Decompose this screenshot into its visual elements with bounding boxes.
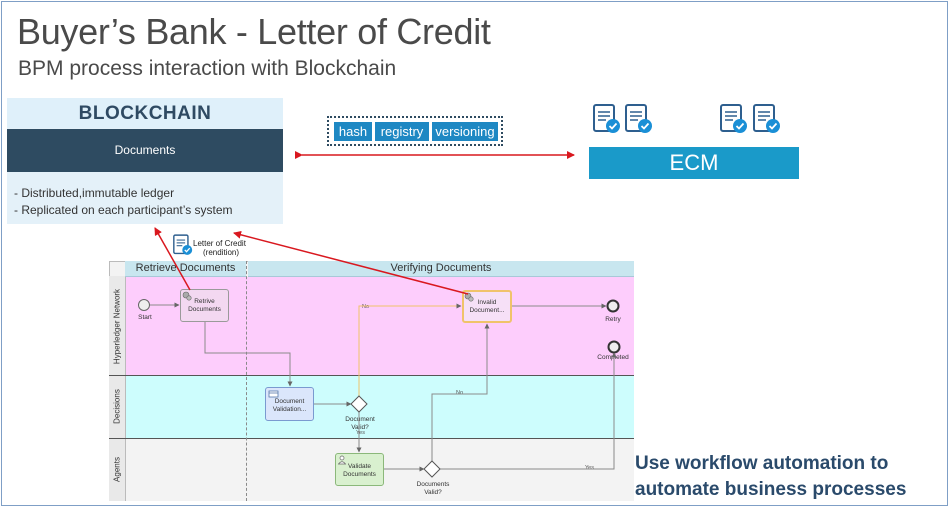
phase-verifying-documents: Verifying Documents bbox=[248, 261, 634, 277]
document-check-icon bbox=[593, 104, 620, 133]
task-validation-label: Document Validation... bbox=[265, 398, 314, 413]
completed-event-label: Completed bbox=[597, 354, 629, 361]
phase-retrieve-documents: Retrieve Documents bbox=[125, 261, 246, 277]
document-check-icon bbox=[173, 234, 193, 255]
task-retrieve-label-line1: Retrive bbox=[194, 298, 215, 305]
task-validate-label: Validate Documents bbox=[335, 463, 384, 478]
flow-label-yes: Yes bbox=[585, 465, 594, 471]
retry-event-label: Retry bbox=[605, 316, 621, 323]
document-check-icon bbox=[753, 104, 780, 133]
task-retrieve-label-line2: Documents bbox=[188, 305, 221, 313]
task-invalid-label-line2: Document... bbox=[469, 306, 505, 314]
blockchain-heading: BLOCKCHAIN bbox=[7, 98, 283, 128]
blockchain-bullet-replicated: - Replicated on each participant’s syste… bbox=[14, 203, 233, 217]
flow-label-no: No bbox=[456, 390, 464, 396]
tagline-line1: Use workflow automation to bbox=[635, 453, 889, 474]
lane-label-hyperledger: Hyperledger Network bbox=[112, 288, 122, 365]
gateway-documents-valid-label: Documents Valid? bbox=[413, 481, 453, 496]
document-check-icon bbox=[720, 104, 747, 133]
task-validate-label-line2: Documents bbox=[343, 470, 376, 478]
lane-header-column bbox=[109, 276, 126, 501]
slide-title: Buyer’s Bank - Letter of Credit bbox=[17, 11, 491, 52]
task-validation-label-line2: Validation... bbox=[272, 405, 307, 413]
lane-divider bbox=[109, 438, 634, 439]
tag-hash: hash bbox=[334, 122, 372, 141]
task-validate-label-line1: Validate bbox=[347, 463, 371, 470]
blockchain-documents-bar: Documents bbox=[7, 129, 283, 172]
task-validation-label-line1: Document bbox=[274, 398, 305, 405]
lane-divider bbox=[109, 375, 634, 376]
tag-registry: registry bbox=[375, 122, 429, 141]
phase-divider bbox=[246, 261, 247, 501]
task-retrieve-label: Retrive Documents bbox=[180, 298, 229, 313]
task-invalid-label: Invalid Document... bbox=[462, 299, 512, 314]
lane-label-decisions: Decisions bbox=[112, 389, 122, 424]
gateway-documents-valid-label-line2: Valid? bbox=[424, 488, 442, 496]
tagline-line2: automate business processes bbox=[635, 479, 907, 500]
gateway-document-valid-label-line2: Valid? bbox=[351, 423, 369, 431]
slide-subtitle: BPM process interaction with Blockchain bbox=[18, 57, 397, 80]
tag-versioning: versioning bbox=[432, 122, 498, 141]
gateway-documents-valid-label-line1: Documents bbox=[416, 481, 450, 488]
document-check-icon bbox=[625, 104, 652, 133]
task-invalid-label-line1: Invalid bbox=[477, 299, 497, 306]
letter-of-credit-rendition: (rendition) bbox=[203, 248, 240, 257]
start-event-label: Start bbox=[138, 314, 152, 321]
letter-of-credit-label: Letter of Credit (rendition) bbox=[193, 239, 246, 257]
blockchain-panel: BLOCKCHAIN Documents - Distributed,immut… bbox=[7, 98, 283, 224]
ecm-bar: ECM bbox=[589, 147, 799, 179]
gateway-document-valid-label: Document Valid? bbox=[340, 416, 380, 431]
task-retrieve-documents[interactable] bbox=[180, 289, 229, 322]
flow-label-no: No bbox=[362, 304, 370, 310]
gateway-document-valid-label-line1: Document bbox=[345, 416, 375, 423]
letter-of-credit-title: Letter of Credit bbox=[193, 239, 246, 248]
lane-label-agents: Agents bbox=[112, 457, 122, 482]
flow-label-yes: Yes bbox=[356, 430, 365, 436]
blockchain-feature-tags: hash registry versioning bbox=[327, 116, 503, 146]
blockchain-bullet-ledger: - Distributed,immutable ledger bbox=[14, 186, 175, 200]
